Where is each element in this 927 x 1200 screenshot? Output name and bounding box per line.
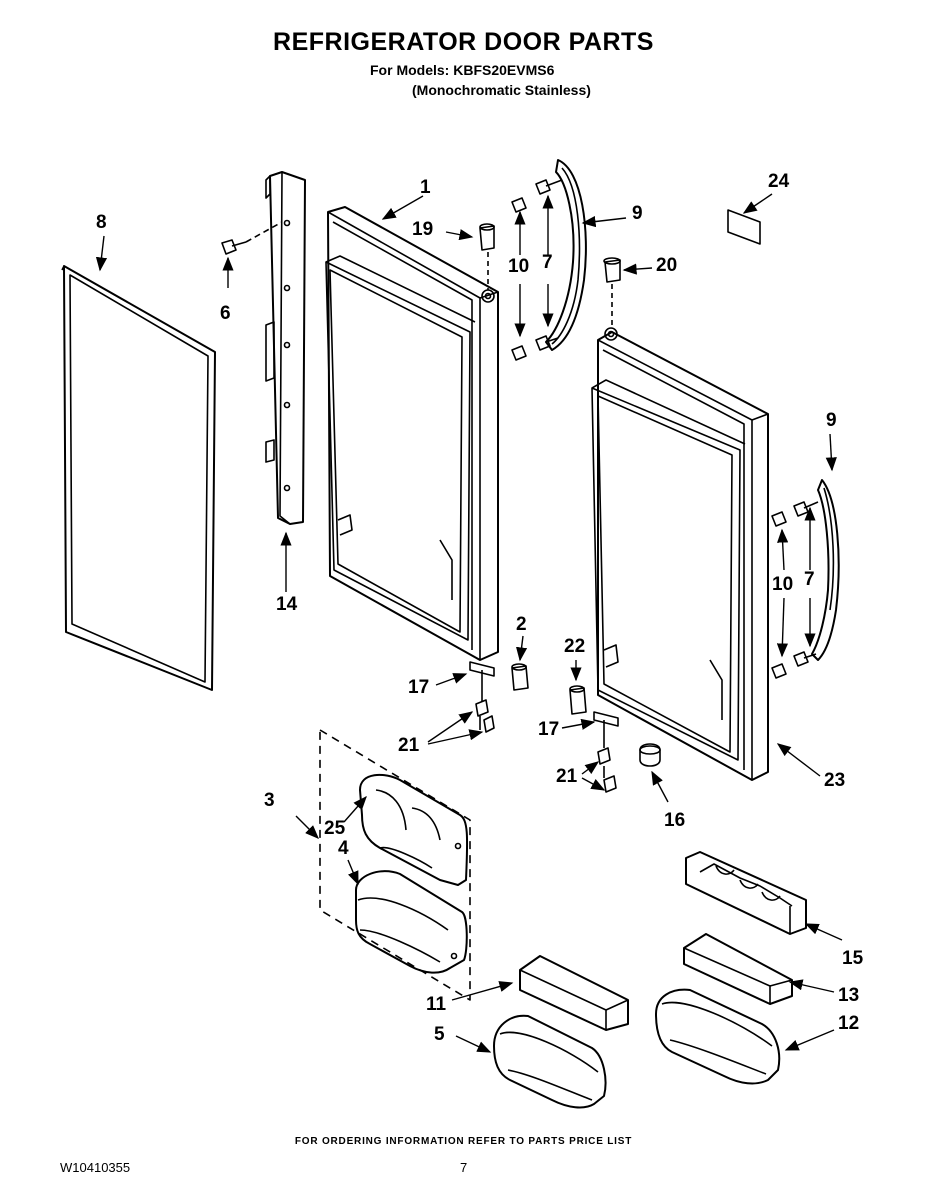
callout-25: 25 — [324, 818, 346, 839]
finish-line: (Monochromatic Stainless) — [412, 82, 591, 98]
callout-16: 16 — [664, 810, 686, 831]
screw-6-part — [221, 221, 283, 255]
page-title: REFRIGERATOR DOOR PARTS — [273, 28, 654, 56]
callout-21-right: 21 — [556, 766, 578, 787]
callout-12: 12 — [838, 1013, 860, 1034]
callout-19: 19 — [412, 219, 434, 240]
callout-5: 5 — [434, 1024, 445, 1045]
callout-4: 4 — [338, 838, 349, 859]
callout-15: 15 — [842, 948, 864, 969]
left-door-part — [325, 206, 499, 661]
door-bin-5-part — [493, 1014, 607, 1109]
hinge-trim-part — [265, 171, 306, 525]
callout-11: 11 — [426, 994, 447, 1015]
lower-hinge-right-part — [593, 711, 661, 793]
callout-1: 1 — [420, 177, 431, 198]
right-door-part — [591, 327, 769, 781]
callout-24: 24 — [768, 171, 790, 192]
leader-lines — [95, 193, 843, 1053]
handle-right-part — [811, 479, 840, 661]
page-number: 7 — [460, 1160, 468, 1175]
callout-10-right: 10 — [772, 574, 794, 595]
shelf-13-part — [683, 933, 793, 1005]
ordering-note: FOR ORDERING INFORMATION REFER TO PARTS … — [294, 1136, 633, 1147]
callout-17-left: 17 — [408, 677, 430, 698]
callout-10-left: 10 — [508, 256, 530, 277]
shelf-11-part — [519, 955, 629, 1031]
bushing-20-part — [603, 257, 621, 326]
callout-23: 23 — [824, 770, 846, 791]
door-gasket-part — [61, 265, 216, 691]
bushing-19-part — [479, 223, 495, 290]
document-number: W10410355 — [60, 1160, 131, 1175]
dairy-bin-assembly-part — [319, 729, 471, 1001]
model-number-line: For Models: KBFS20EVMS6 — [370, 62, 555, 78]
callout-7-left: 7 — [542, 252, 553, 273]
bushing-2-part — [511, 663, 529, 691]
handle-screws-left-part — [511, 179, 563, 361]
callout-3: 3 — [264, 790, 275, 811]
callout-8: 8 — [96, 212, 107, 233]
lower-hinge-left-part — [469, 661, 495, 733]
callout-2: 2 — [516, 614, 527, 635]
callout-22: 22 — [564, 636, 586, 657]
callout-7-right: 7 — [804, 569, 815, 590]
callout-14: 14 — [276, 594, 298, 615]
callout-20: 20 — [656, 255, 678, 276]
label-24-part — [727, 209, 761, 245]
callout-6: 6 — [220, 303, 231, 324]
egg-tray-part — [685, 851, 807, 935]
callout-13: 13 — [838, 985, 860, 1006]
callout-21-left: 21 — [398, 735, 420, 756]
bushing-22-part — [569, 685, 587, 715]
callout-17-right: 17 — [538, 719, 560, 740]
callout-9-right: 9 — [826, 410, 837, 431]
door-bin-12-part — [655, 988, 781, 1085]
callout-9-left: 9 — [632, 203, 643, 224]
